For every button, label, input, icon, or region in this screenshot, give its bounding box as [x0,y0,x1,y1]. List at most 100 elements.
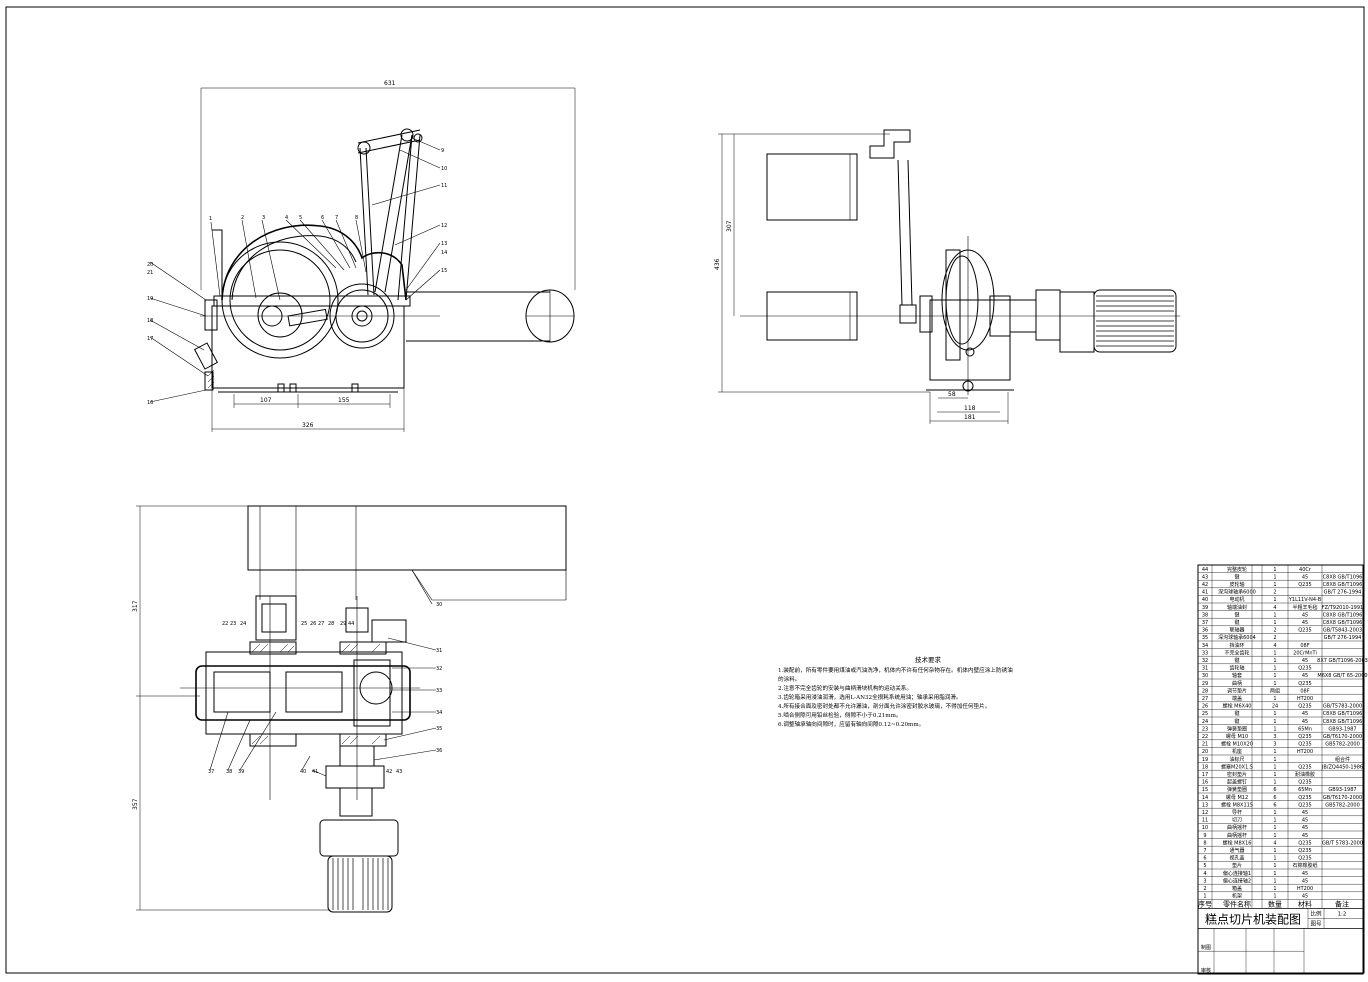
balloon-43: 43 [396,769,402,775]
bom-cell-remark: C8X8 GB/T1096 [1323,574,1363,580]
bom-header-qty: 数量 [1268,899,1282,908]
bom-cell-qty: 1 [1273,620,1276,626]
bom-cell-qty: 4 [1273,605,1276,611]
bom-cell-no: 21 [1202,742,1208,748]
balloon-26: 26 [310,621,316,627]
bom-cell-remark: FZ/T92010-1991 [1322,605,1363,611]
bom-cell-no: 4 [1203,871,1206,877]
bom-cell-no: 23 [1202,726,1208,732]
bom-cell-material: Y1L11V-N4-B [1288,597,1322,603]
bom-cell-qty: 1 [1273,780,1276,786]
bom-cell-remark: GB/T6170-2000 [1323,734,1362,740]
bom-cell-remark: C8X8 GB/T1096 [1323,719,1363,725]
bom-cell-qty: 1 [1273,612,1276,618]
bom-cell-name: 螺塞M20X1.5 [1221,763,1253,770]
balloon-8: 8 [355,215,358,221]
bom-cell-qty: 1 [1273,696,1276,702]
balloon-41: 41 [312,769,318,775]
bom-cell-remark: GB/T 5783-2000 [1322,840,1363,846]
bom-cell-no: 27 [1202,696,1208,702]
technical-note-line: 2.注意不完全齿轮的安装与曲柄滑块机构的运动关系。 [778,686,912,692]
dim-side-d3: 181 [964,414,976,421]
bom-cell-remark: C8X8 GB/T1096 [1323,582,1363,588]
bom-cell-no: 29 [1202,681,1208,687]
bom-cell-no: 31 [1202,666,1208,672]
balloon-1: 1 [209,216,212,222]
bom-cell-name: 键 [1234,657,1239,664]
bom-cell-remark: GB93-1987 [1328,787,1356,793]
dim-span-a: 107 [260,397,272,404]
bom-cell-material: Q235 [1298,795,1311,801]
bom-cell-qty: 1 [1273,650,1276,656]
bom-cell-qty: 6 [1273,787,1276,793]
bom-cell-no: 9 [1203,833,1206,839]
bom-cell-name: 完整皮轮 [1227,566,1247,573]
bom-cell-name: 弹簧垫圈 [1227,725,1247,732]
bom-cell-qty: 1 [1273,711,1276,717]
bom-cell-name: 垫片 [1232,862,1242,869]
bom-cell-no: 7 [1203,848,1206,854]
bom-cell-qty: 4 [1273,643,1276,649]
balloon-30: 30 [436,602,442,608]
bom-cell-remark: JB/ZQ4450-1986 [1321,764,1363,770]
bom-cell-name: 键 [1234,718,1239,725]
bom-cell-material: HT200 [1297,886,1313,892]
bom-cell-qty: 1 [1273,582,1276,588]
dim-overall-width: 631 [384,80,396,87]
bom-cell-remark: M6X8 GB/T 65-2000 [1317,673,1367,679]
bom-cell-material: Q235 [1298,780,1311,786]
bom-cell-material: 45 [1302,673,1308,679]
balloon-24: 24 [240,621,246,627]
bom-cell-name: 深沟球轴承6000 [1218,589,1256,596]
bom-cell-no: 8 [1203,840,1206,846]
bom-cell-material: Q235 [1298,764,1311,770]
bom-cell-qty: 6 [1273,802,1276,808]
bom-cell-no: 33 [1202,650,1208,656]
bom-cell-material: Q235 [1298,840,1311,846]
bom-cell-qty: 1 [1273,757,1276,763]
side-motor-fins [1096,295,1174,347]
bom-cell-no: 10 [1202,825,1208,831]
bom-cell-name: 轴端油封 [1227,604,1247,611]
drawing-border [5,6,1365,974]
front-view: 631 [147,80,576,432]
bom-cell-remark: C8X8 GB/T1096 [1323,620,1363,626]
balloon-39: 39 [238,769,244,775]
dim-top-upper: 317 [132,600,139,612]
bom-cell-name: 键 [1234,619,1239,626]
bom-cell-material: 20CrMnTi [1293,650,1317,656]
technical-note-line: 的涂料。 [778,677,801,683]
balloon-16: 16 [147,400,153,406]
balloon-23: 23 [230,621,236,627]
bom-cell-material: 45 [1302,871,1308,877]
bom-cell-material: 45 [1302,612,1308,618]
balloon-5: 5 [299,215,302,221]
bom-cell-material: 45 [1302,894,1308,900]
bom-cell-name: 键 [1234,573,1239,580]
bom-cell-qty: 2 [1273,635,1276,641]
bom-cell-name: 箱盖 [1232,885,1242,892]
bom-cell-qty: 1 [1273,818,1276,824]
bom-cell-remark: C8X8 GB/T1096 [1323,612,1363,618]
bom-cell-material: Q235 [1298,848,1311,854]
bom-cell-name: 油标尺 [1229,756,1244,763]
balloon-12: 12 [441,223,447,229]
bom-cell-name: 键 [1234,611,1239,618]
bom-cell-material: HT200 [1297,696,1313,702]
drawn-label: 制图 [1201,944,1211,951]
technical-notes: 技术要求 1.装配前，所有零件要用煤油或汽油洗净，机体内不许有任何杂物存在。机体… [778,656,1078,730]
technical-note-line: 1.装配前，所有零件要用煤油或汽油洗净，机体内不许有任何杂物存在。机体内壁应涂上… [778,668,1013,674]
bom-cell-no: 16 [1202,780,1208,786]
bom-cell-material: 耐油橡胶 [1295,771,1315,778]
scale-label: 比例 [1310,909,1322,917]
drawing-title: 糕点切片机装配图 [1205,912,1301,926]
balloon-4: 4 [285,215,288,221]
balloon-9: 9 [441,148,444,154]
bom-cell-name: 不完全齿轮 [1224,649,1249,656]
bom-cell-material: 45 [1302,818,1308,824]
bom-cell-qty: 两组 [1270,687,1280,694]
bom-cell-material: 45 [1302,620,1308,626]
bom-cell-material: 45 [1302,810,1308,816]
balloon-38: 38 [226,769,232,775]
bom-frame [1197,564,1364,975]
